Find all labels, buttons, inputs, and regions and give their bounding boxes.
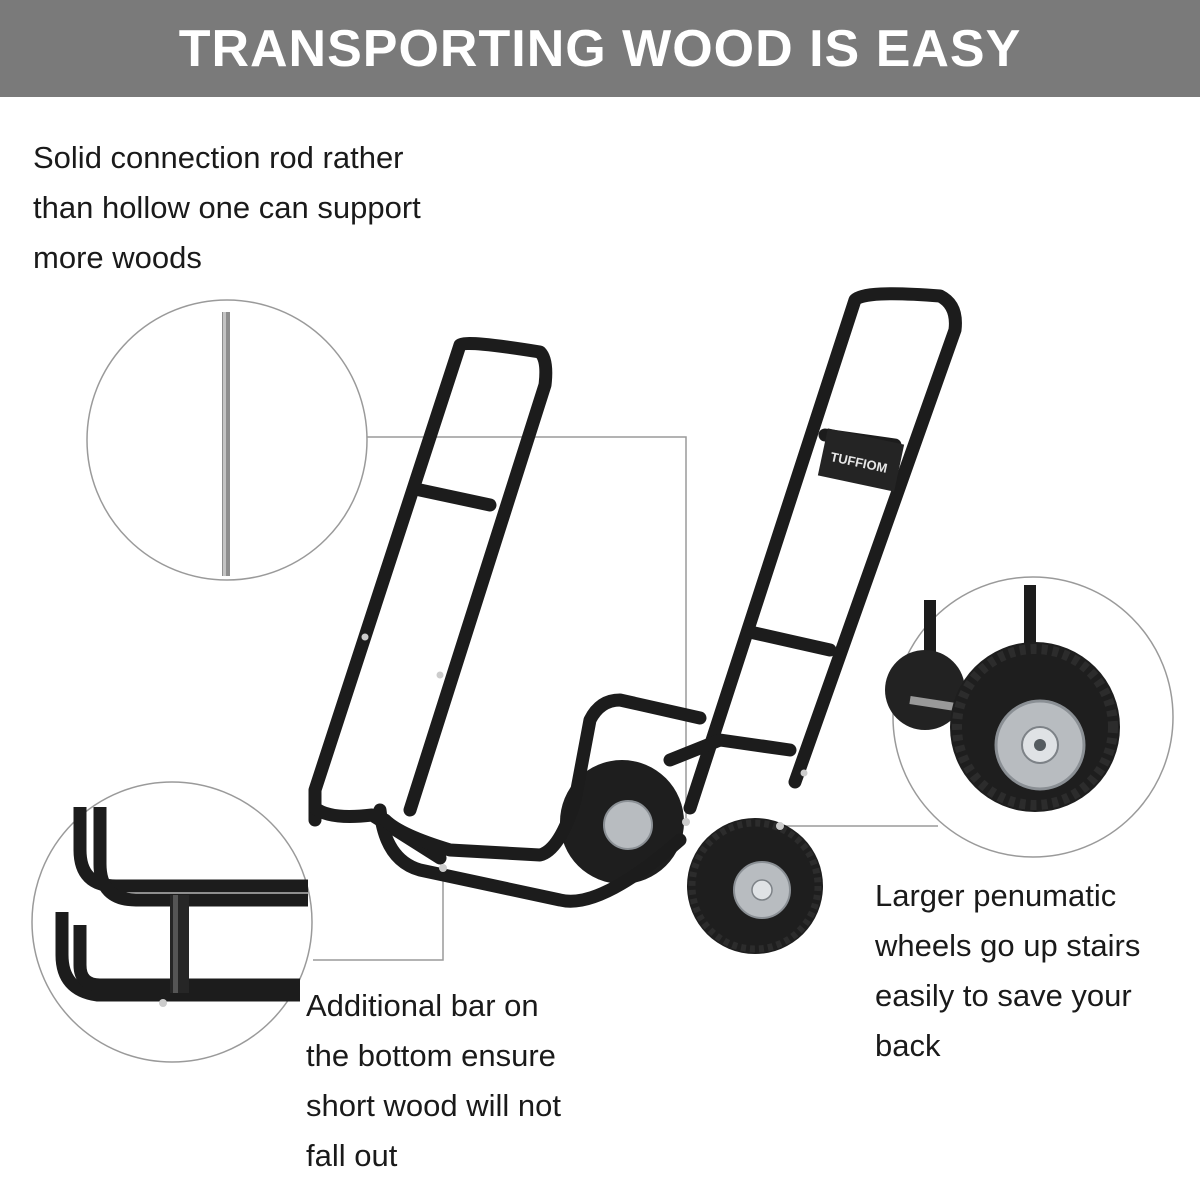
leader-line-bar bbox=[313, 868, 444, 961]
zoom-circle-wheel bbox=[885, 576, 1174, 858]
zoom-circle-rod bbox=[86, 299, 368, 581]
caption-line: Additional bar on bbox=[306, 988, 539, 1023]
banner-title: TRANSPORTING WOOD IS EASY bbox=[178, 19, 1022, 78]
caption-line: than hollow one can support bbox=[33, 190, 421, 225]
log-cart bbox=[308, 287, 962, 954]
header-banner: TRANSPORTING WOOD IS EASY bbox=[0, 0, 1200, 97]
caption-line: the bottom ensure bbox=[306, 1038, 556, 1073]
caption-connection-rod: Solid connection rod rather than hollow … bbox=[33, 133, 421, 283]
zoom-circle-bar bbox=[31, 781, 313, 1063]
caption-line: Solid connection rod rather bbox=[33, 140, 404, 175]
caption-line: back bbox=[875, 1028, 941, 1063]
caption-line: easily to save your bbox=[875, 978, 1132, 1013]
leader-line-rod bbox=[367, 436, 687, 820]
leader-lines bbox=[313, 436, 938, 961]
caption-line: fall out bbox=[306, 1138, 398, 1173]
caption-line: more woods bbox=[33, 240, 202, 275]
caption-line: Larger penumatic bbox=[875, 878, 1117, 913]
caption-line: short wood will not bbox=[306, 1088, 562, 1123]
caption-pneumatic-wheels: Larger penumatic wheels go up stairs eas… bbox=[875, 871, 1140, 1071]
caption-additional-bar: Additional bar on the bottom ensure shor… bbox=[306, 976, 561, 1181]
caption-line: wheels go up stairs bbox=[875, 928, 1141, 963]
